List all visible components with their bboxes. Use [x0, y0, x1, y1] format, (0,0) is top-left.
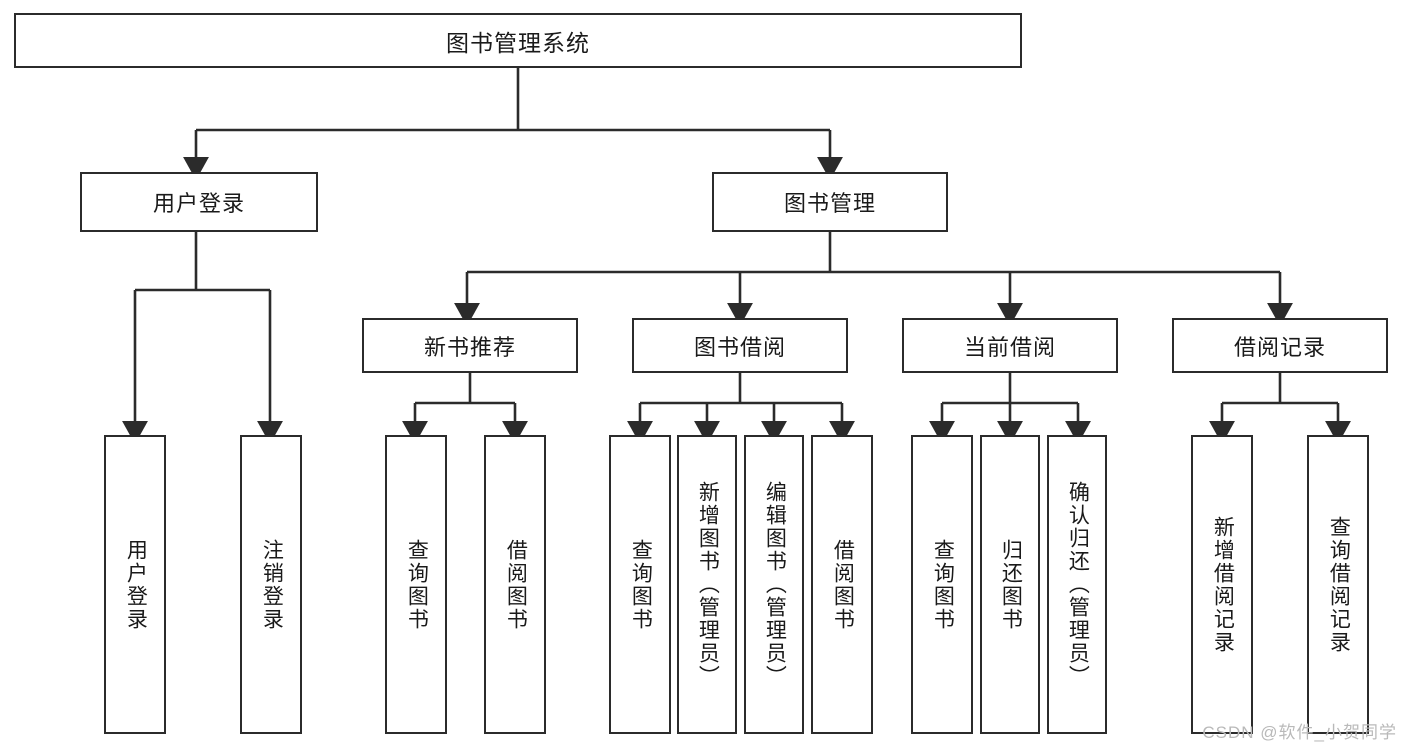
node-label: 新增借阅记录 [1211, 515, 1235, 654]
node-label: 图书借阅 [693, 334, 786, 360]
leaf-current-query-book[interactable]: 查询图书 [911, 435, 973, 734]
node-label: 新书推荐 [423, 334, 516, 360]
leaf-new-book-query[interactable]: 查询图书 [385, 435, 447, 734]
node-label: 用户登录 [152, 191, 245, 216]
node-root-system[interactable]: 图书管理系统 [14, 13, 1022, 68]
node-label: 图书管理系统 [446, 29, 590, 56]
leaf-record-query-record[interactable]: 查询借阅记录 [1307, 435, 1369, 734]
node-label: 借阅记录 [1233, 334, 1326, 360]
node-user-login[interactable]: 用户登录 [80, 172, 318, 232]
leaf-user-login-login[interactable]: 用户登录 [104, 435, 166, 734]
leaf-borrow-query-book[interactable]: 查询图书 [609, 435, 671, 734]
node-label: 查询借阅记录 [1327, 515, 1351, 654]
node-label: 用户登录 [124, 538, 148, 631]
node-label: 确认归还（管理员） [1066, 481, 1090, 688]
node-label: 查询图书 [405, 538, 429, 631]
leaf-current-confirm-return-admin[interactable]: 确认归还（管理员） [1047, 435, 1107, 734]
node-label: 借阅图书 [831, 538, 855, 631]
node-label: 编辑图书（管理员） [763, 481, 787, 688]
leaf-borrow-borrow-book[interactable]: 借阅图书 [811, 435, 873, 734]
node-label: 归还图书 [999, 538, 1023, 631]
leaf-new-book-borrow[interactable]: 借阅图书 [484, 435, 546, 734]
node-label: 当前借阅 [963, 334, 1056, 360]
node-label: 注销登录 [260, 538, 284, 631]
node-label: 新增图书（管理员） [696, 481, 720, 688]
node-label: 借阅图书 [504, 538, 528, 631]
node-book-management[interactable]: 图书管理 [712, 172, 948, 232]
node-current-borrow[interactable]: 当前借阅 [902, 318, 1118, 373]
node-new-book-recommend[interactable]: 新书推荐 [362, 318, 578, 373]
leaf-current-return-book[interactable]: 归还图书 [980, 435, 1040, 734]
leaf-borrow-edit-book-admin[interactable]: 编辑图书（管理员） [744, 435, 804, 734]
node-book-borrow[interactable]: 图书借阅 [632, 318, 848, 373]
node-label: 查询图书 [629, 538, 653, 631]
node-borrow-record[interactable]: 借阅记录 [1172, 318, 1388, 373]
leaf-borrow-add-book-admin[interactable]: 新增图书（管理员） [677, 435, 737, 734]
node-label: 查询图书 [931, 538, 955, 631]
leaf-user-login-logout[interactable]: 注销登录 [240, 435, 302, 734]
leaf-record-add-record[interactable]: 新增借阅记录 [1191, 435, 1253, 734]
node-label: 图书管理 [783, 191, 876, 216]
